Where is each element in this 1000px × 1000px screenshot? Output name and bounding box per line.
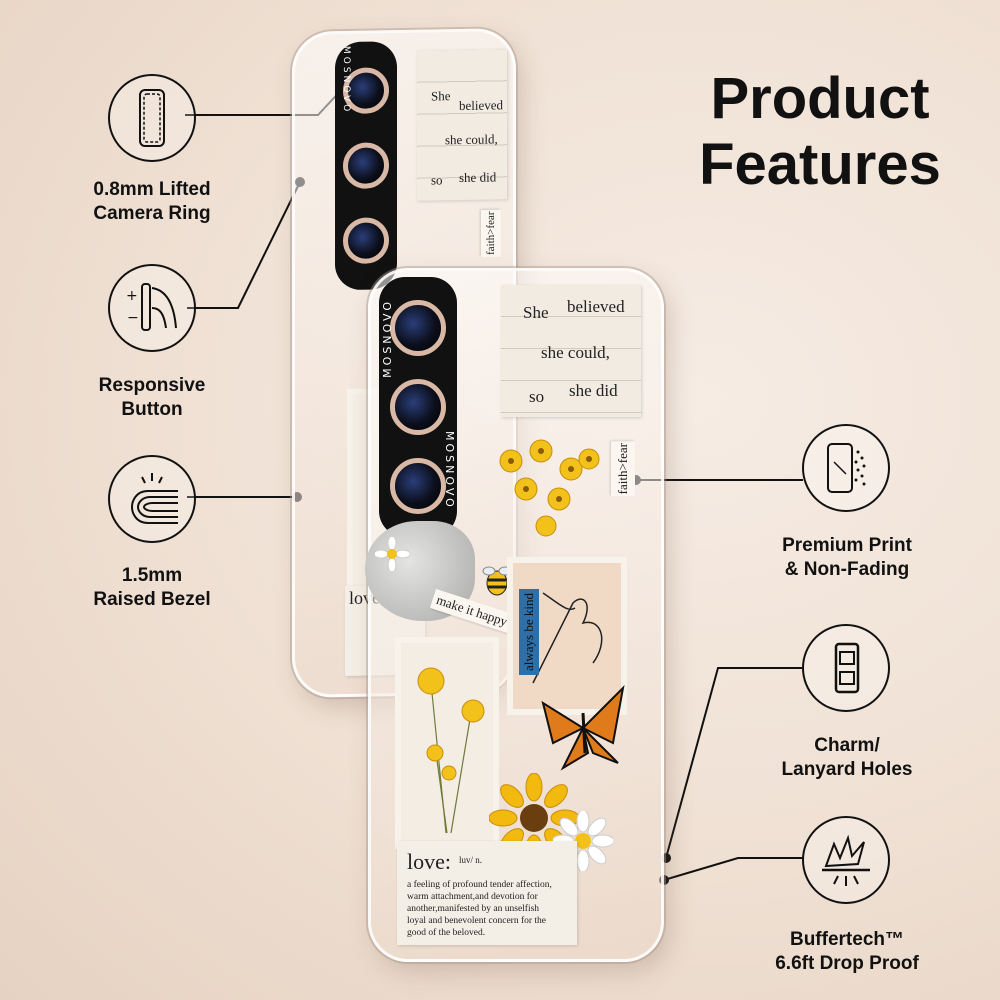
back-lens-2 [343,142,389,190]
impact-shock-icon [822,834,870,886]
print-feature-icon [802,424,890,512]
back-note-word-believed: believed [459,97,504,114]
lanyard-hole-icon [834,642,860,694]
back-note-line-could: she could, [445,131,498,148]
back-note-word-so: so [431,172,443,188]
button-feature-icon: + − [108,264,196,352]
faith-fear-tag: faith>fear [611,441,635,497]
note-word-she: She [523,303,549,322]
front-phone-case: MOSNOVO MOSNOVO She believed she could, … [365,268,664,962]
print-feature-label: Premium Print & Non-Fading [782,535,912,580]
love-word: love: [407,849,451,874]
love-pronunciation: luv/ n. [459,855,483,865]
svg-text:+: + [126,288,138,304]
bee-icon [482,566,512,596]
phone-outline-icon [139,89,165,147]
linked-hands-drawing [532,592,603,684]
drop-leader [663,857,803,881]
note-line-did: she did [569,381,618,400]
front-brand-text-left: MOSNOVO [381,299,394,378]
back-lens-3 [343,216,389,264]
finger-press-button-icon: + − [126,283,177,331]
phone-print-icon [827,443,866,493]
monarch-butterfly-icon [541,685,625,771]
bezel-feature-icon [108,455,196,543]
bezel-feature-label: 1.5mm Raised Bezel [93,565,211,610]
drop-feature-icon [802,816,890,904]
drop-feature-label: Buffertech™ 6.6ft Drop Proof [775,929,919,974]
back-note-word-she: She [431,88,451,104]
button-leader [187,181,301,309]
front-lens-2 [390,378,446,435]
daisy-small-icon [375,537,409,571]
front-lens-3 [390,457,446,514]
always-be-kind-tag: always be kind [519,589,539,675]
back-brand-text: MOSNOVO [341,45,351,115]
back-note-line-did: she did [459,169,497,186]
button-feature-label: Responsive Button [98,375,206,420]
yellow-flowers-illustration [499,439,600,537]
note-word-believed: believed [567,297,625,316]
svg-text:−: − [127,310,139,326]
note-word-so: so [529,387,545,406]
front-lens-1 [390,300,446,357]
back-faith-tag: faith>fear [481,209,501,258]
love-definition-card: love: luv/ n. a feeling of profound tend… [397,841,577,945]
sunflower-icon [489,773,579,863]
camera-ring-feature-label: 0.8mm Lifted Camera Ring [93,179,211,224]
flower-photo-card [395,637,499,849]
camera-ring-feature-icon [108,74,196,162]
note-line-could: she could, [541,343,610,362]
front-brand-text-right: MOSNOVO [443,431,456,510]
lanyard-leader [665,667,803,859]
cosmos-flower-drawing [417,667,485,834]
lanyard-feature-icon [802,624,890,712]
front-quote-note: She believed she could, so she did [501,285,641,417]
love-definition-text: a feeling of profound tender affection, … [407,880,552,938]
back-quote-note: She believed she could, so she did [417,49,507,201]
lanyard-feature-label: Charm/ Lanyard Holes [781,735,913,780]
raised-bezel-icon [130,473,178,524]
page-title: Product Features [699,66,941,197]
front-camera-module [379,277,457,537]
